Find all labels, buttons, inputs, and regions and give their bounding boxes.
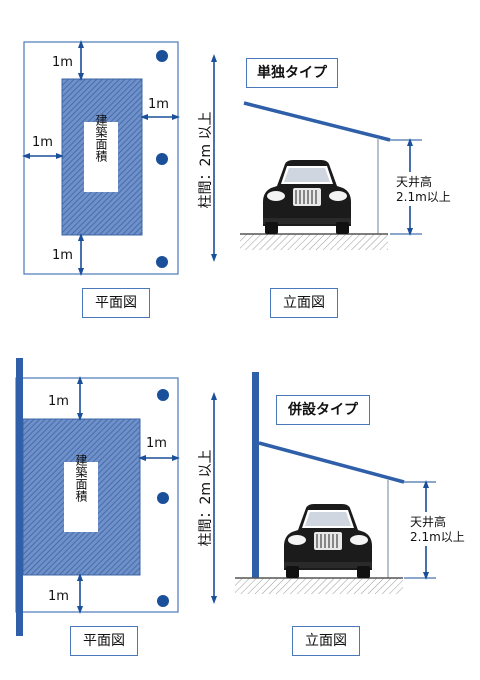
margin-left-label: 1m	[32, 135, 53, 150]
pillar	[156, 153, 168, 165]
roof	[258, 441, 405, 484]
margin-right-label: 1m	[146, 436, 167, 451]
type-label-single: 単独タイプ	[246, 58, 338, 88]
plan-caption: 平面図	[82, 288, 150, 318]
pillar	[156, 256, 168, 268]
adjacent-wall	[16, 358, 23, 636]
pillar	[157, 389, 169, 401]
plan-caption: 平面図	[70, 626, 138, 656]
car-icon	[262, 159, 352, 235]
ground-hatch	[235, 578, 403, 594]
car-icon	[283, 503, 373, 579]
building-area-label: 建築面積	[94, 114, 108, 163]
ceiling-height-label-2: 2.1m以上	[410, 530, 465, 544]
building-area-label-box	[84, 122, 118, 192]
building-area-label: 建築面積	[74, 454, 88, 503]
house-wall	[252, 372, 259, 578]
diagram-single-type: 建築面積 1m 1m 1m 1m 柱間：2m 以上 天井高 2.1m以上	[22, 40, 462, 276]
building-area-label-box	[64, 462, 98, 532]
margin-top-label: 1m	[52, 55, 73, 70]
elevation-caption: 立面図	[292, 626, 360, 656]
ceiling-height-label-2: 2.1m以上	[396, 190, 451, 204]
margin-bottom-label: 1m	[52, 248, 73, 263]
pillar-spacing-label: 柱間：2m 以上	[198, 112, 214, 209]
roof	[243, 101, 391, 142]
pillar	[157, 492, 169, 504]
margin-top-label: 1m	[48, 394, 69, 409]
margin-bottom-label: 1m	[48, 589, 69, 604]
pillar	[157, 595, 169, 607]
ceiling-height-label-1: 天井高	[410, 514, 446, 529]
type-label-attached: 併設タイプ	[276, 395, 370, 425]
pillar	[156, 50, 168, 62]
ground-hatch	[240, 234, 388, 250]
diagram-attached-type: 建築面積 1m 1m 1m 柱間：2m 以上 天井高 2.1m以上	[15, 358, 476, 636]
margin-right-label: 1m	[148, 97, 169, 112]
elevation-caption: 立面図	[270, 288, 338, 318]
pillar-spacing-label: 柱間：2m 以上	[198, 450, 214, 547]
ceiling-height-label-1: 天井高	[396, 174, 432, 189]
